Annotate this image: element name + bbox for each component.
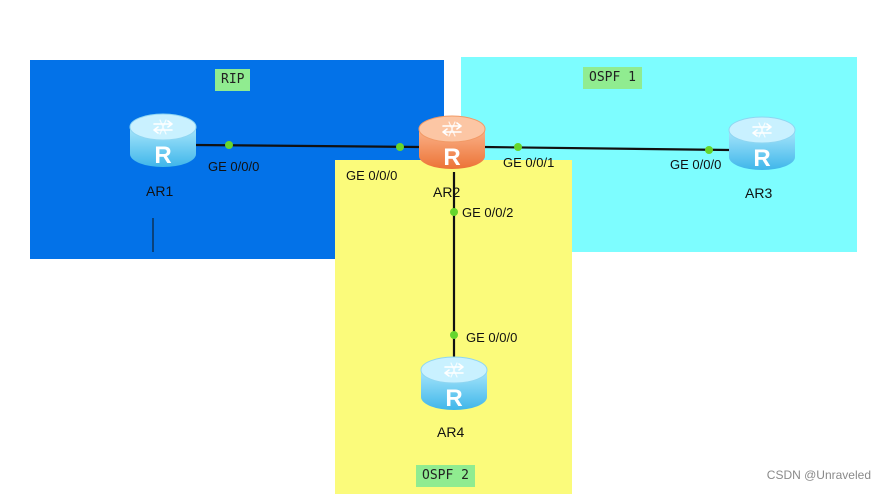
link-ar1-ar2[interactable] xyxy=(195,143,421,149)
watermark: CSDN @Unraveled xyxy=(766,468,871,482)
link-ar2-ar3[interactable] xyxy=(483,145,731,152)
port-label-ar3-ge000: GE 0/0/0 xyxy=(670,157,722,172)
svg-text:R: R xyxy=(154,142,171,169)
router-ar3[interactable]: R xyxy=(728,116,796,172)
port-label-ar2-ge002: GE 0/0/2 xyxy=(462,205,514,220)
router-ar3-label: AR3 xyxy=(745,185,773,201)
ospf1-area-label: OSPF 1 xyxy=(583,67,642,89)
port-label-ar2-ge001: GE 0/0/1 xyxy=(503,155,555,170)
router-ar4[interactable]: R xyxy=(420,356,488,412)
svg-text:R: R xyxy=(443,144,460,171)
router-ar1-label: AR1 xyxy=(146,183,174,199)
port-dot-ar3-ge000[interactable] xyxy=(705,146,713,154)
port-label-ar2-ge000: GE 0/0/0 xyxy=(346,168,398,183)
port-dot-ar2-ge000[interactable] xyxy=(396,143,404,151)
port-label-ar4-ge000: GE 0/0/0 xyxy=(466,330,518,345)
rip-area-label: RIP xyxy=(215,69,251,91)
router-ar2[interactable]: R xyxy=(418,115,486,171)
router-ar2-label: AR2 xyxy=(433,184,461,200)
router-ar1[interactable]: R xyxy=(129,113,197,169)
port-dot-ar2-ge002[interactable] xyxy=(450,208,458,216)
svg-text:R: R xyxy=(445,385,462,412)
ospf2-area-label: OSPF 2 xyxy=(416,465,475,487)
svg-text:R: R xyxy=(753,145,770,172)
port-dot-ar4-ge000[interactable] xyxy=(450,331,458,339)
router-ar4-label: AR4 xyxy=(437,424,465,440)
port-dot-ar1-ge000[interactable] xyxy=(225,141,233,149)
port-label-ar1-ge000: GE 0/0/0 xyxy=(208,159,260,174)
port-dot-ar2-ge001[interactable] xyxy=(514,143,522,151)
